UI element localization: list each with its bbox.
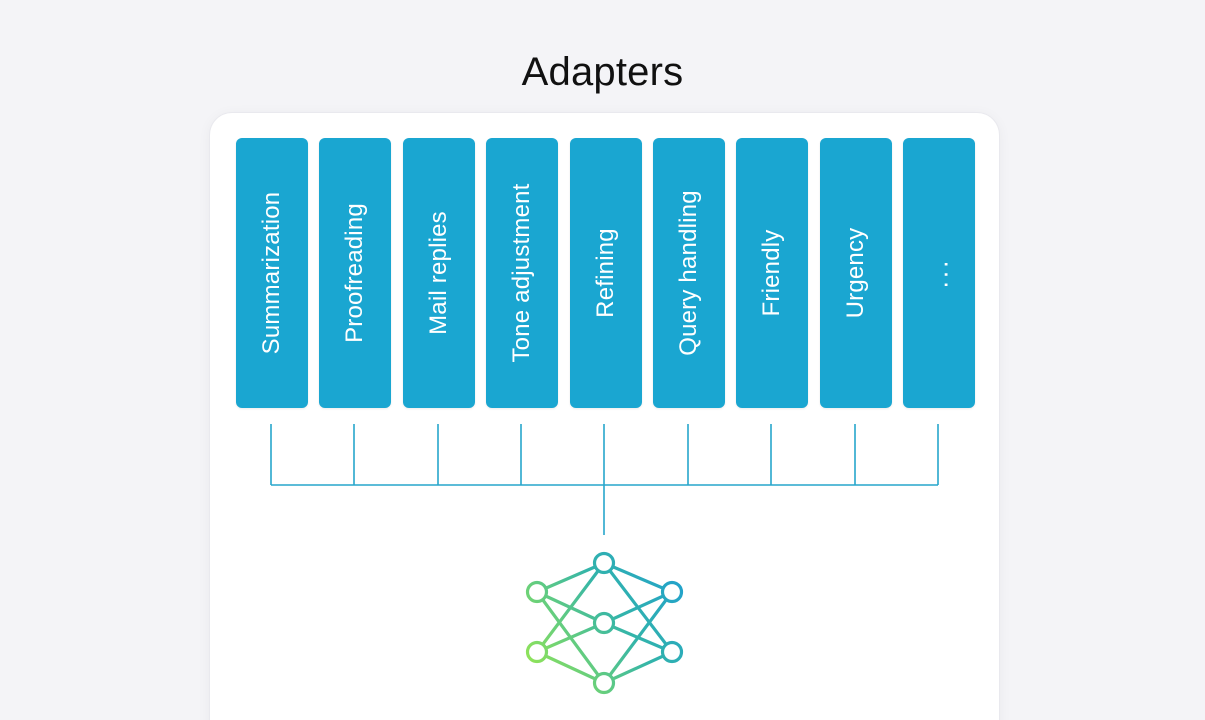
adapter-label: Query handling xyxy=(675,190,702,356)
adapter-label: Tone adjustment xyxy=(508,183,535,363)
adapter-label: Friendly xyxy=(758,229,785,317)
adapter-refining: Refining xyxy=(570,138,642,408)
adapter-label: Mail replies xyxy=(425,211,452,335)
adapter-label: Refining xyxy=(592,228,619,318)
adapter-label: Proofreading xyxy=(341,203,368,343)
adapter-tone-adjustment: Tone adjustment xyxy=(486,138,558,408)
adapter-proofreading: Proofreading xyxy=(319,138,391,408)
adapter-mail-replies: Mail replies xyxy=(403,138,475,408)
adapter-label: Summarization xyxy=(258,191,285,355)
adapter-friendly: Friendly xyxy=(736,138,808,408)
adapter-more: ... xyxy=(903,138,975,408)
adapter-summarization: Summarization xyxy=(236,138,308,408)
adapters-row: Summarization Proofreading Mail replies … xyxy=(236,138,976,408)
adapter-query-handling: Query handling xyxy=(653,138,725,408)
slide-title: Adapters xyxy=(521,50,684,94)
adapter-label-ellipsis: ... xyxy=(923,257,954,289)
adapter-label: Urgency xyxy=(842,227,869,319)
adapter-urgency: Urgency xyxy=(820,138,892,408)
